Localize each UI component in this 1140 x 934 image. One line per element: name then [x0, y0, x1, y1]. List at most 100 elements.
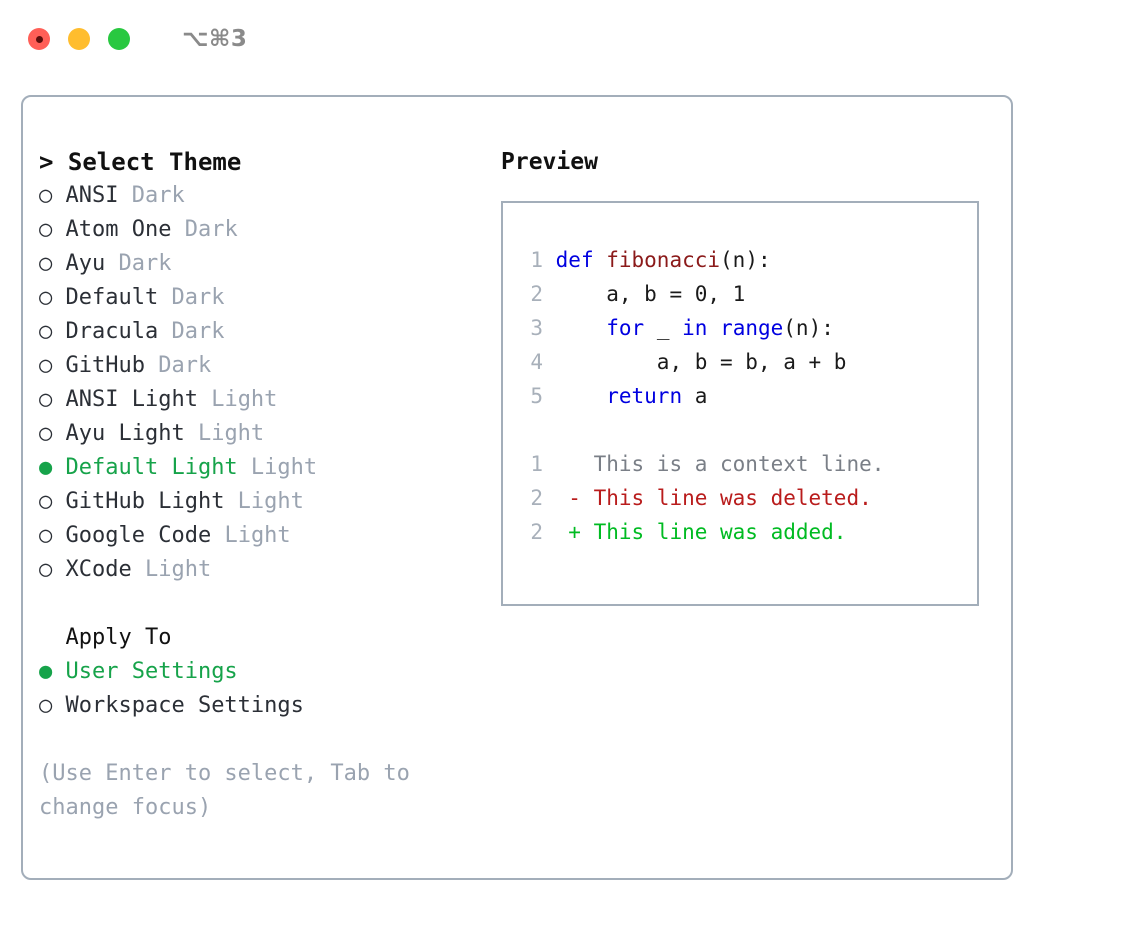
code-token: a, b = 0, 1 [555, 282, 746, 306]
theme-name: Default [52, 285, 159, 310]
diff-sample: 1 This is a context line.2 - This line w… [521, 447, 977, 549]
code-token [707, 316, 720, 340]
code-line: 4 a, b = b, a + b [521, 345, 977, 379]
preview-column: Preview 1 def fibonacci(n):2 a, b = 0, 1… [501, 145, 1001, 606]
theme-name: Dracula [52, 319, 159, 344]
theme-variant-label: Light [211, 523, 291, 548]
theme-list-item[interactable]: ○ GitHub Light Light [39, 485, 479, 519]
apply-to-header: Apply To [39, 625, 172, 650]
code-token: a, b = b, a + b [555, 350, 847, 374]
diff-line: 2 - This line was deleted. [521, 481, 977, 515]
radio-unselected-icon: ○ [39, 557, 53, 582]
theme-name: GitHub Light [52, 489, 225, 514]
code-line: 2 a, b = 0, 1 [521, 277, 977, 311]
keyboard-shortcut-label: ⌥⌘3 [182, 26, 248, 52]
diff-marker: - [568, 486, 594, 510]
theme-list-item[interactable]: ○ Dracula Dark [39, 315, 479, 349]
diff-text: This is a context line. [593, 452, 885, 476]
minimize-button[interactable] [68, 28, 90, 50]
code-token: fibonacci [606, 248, 721, 272]
theme-variant-label: Dark [158, 319, 225, 344]
theme-list-item[interactable]: ○ Default Dark [39, 281, 479, 315]
line-number: 3 [530, 316, 543, 340]
diff-marker [568, 452, 593, 476]
code-token: a [682, 384, 708, 408]
apply-to-label: Workspace Settings [52, 693, 304, 718]
apply-to-option[interactable]: ● User Settings [39, 655, 479, 689]
code-token: (n): [783, 316, 834, 340]
code-token: for [606, 316, 645, 340]
theme-variant-label: Light [224, 489, 304, 514]
radio-selected-icon: ● [39, 659, 53, 684]
theme-selection-column: > Select Theme ○ ANSI Dark○ Atom One Dar… [39, 145, 479, 825]
radio-unselected-icon: ○ [39, 217, 53, 242]
code-token: _ [644, 316, 683, 340]
radio-unselected-icon: ○ [39, 319, 53, 344]
code-token: (n): [720, 248, 771, 272]
theme-list-item[interactable]: ○ Google Code Light [39, 519, 479, 553]
code-line: 1 def fibonacci(n): [521, 243, 977, 277]
theme-name: Default Light [52, 455, 238, 480]
theme-name: XCode [52, 557, 132, 582]
page-title: > Select Theme [39, 148, 242, 176]
maximize-button[interactable] [108, 28, 130, 50]
radio-unselected-icon: ○ [39, 387, 53, 412]
line-number: 4 [530, 350, 543, 374]
theme-variant-label: Dark [158, 285, 225, 310]
theme-name: Ayu [52, 251, 106, 276]
preview-title: Preview [501, 149, 598, 175]
radio-unselected-icon: ○ [39, 251, 53, 276]
theme-variant-label: Light [237, 455, 318, 480]
theme-variant-label: Dark [105, 251, 172, 276]
theme-variant-label: Dark [171, 217, 238, 242]
theme-variant-label: Dark [118, 183, 185, 208]
theme-list-item[interactable]: ○ Ayu Light Light [39, 417, 479, 451]
code-token: in [682, 316, 708, 340]
line-number: 1 [530, 452, 543, 476]
theme-name: ANSI [52, 183, 119, 208]
theme-name: Ayu Light [52, 421, 185, 446]
diff-marker: + [568, 520, 594, 544]
theme-list-item[interactable]: ○ ANSI Dark [39, 179, 479, 213]
code-line: 3 for _ in range(n): [521, 311, 977, 345]
theme-variant-label: Light [197, 387, 278, 412]
radio-unselected-icon: ○ [39, 285, 53, 310]
theme-variant-label: Dark [144, 353, 212, 378]
theme-name: Google Code [52, 523, 212, 548]
line-number: 5 [530, 384, 543, 408]
diff-line: 2 + This line was added. [521, 515, 977, 549]
theme-list-item[interactable]: ○ Ayu Dark [39, 247, 479, 281]
radio-unselected-icon: ○ [39, 353, 53, 378]
theme-variant-label: Light [184, 421, 265, 446]
theme-name: Atom One [52, 217, 172, 242]
line-number: 2 [530, 486, 543, 510]
theme-list-item[interactable]: ○ ANSI Light Light [39, 383, 479, 417]
diff-line: 1 This is a context line. [521, 447, 977, 481]
line-number: 2 [530, 282, 543, 306]
radio-unselected-icon: ○ [39, 421, 53, 446]
theme-list-item[interactable]: ○ XCode Light [39, 553, 479, 587]
radio-unselected-icon: ○ [39, 693, 53, 718]
line-number: 2 [530, 520, 543, 544]
spacer [521, 413, 977, 447]
diff-text: This line was deleted. [593, 486, 872, 510]
theme-list-item[interactable]: ○ GitHub Dark [39, 349, 479, 383]
close-button[interactable] [28, 28, 50, 50]
apply-to-label: User Settings [52, 659, 238, 684]
code-token: return [606, 384, 683, 408]
window-controls [28, 28, 130, 50]
apply-to-list: ● User Settings○ Workspace Settings [39, 655, 479, 723]
theme-variant-label: Light [131, 557, 212, 582]
theme-picker-panel: > Select Theme ○ ANSI Dark○ Atom One Dar… [21, 95, 1013, 880]
diff-text: This line was added. [593, 520, 847, 544]
apply-to-option[interactable]: ○ Workspace Settings [39, 689, 479, 723]
spacer [39, 587, 479, 621]
title-bar: ⌥⌘3 [0, 0, 1140, 78]
theme-list-item[interactable]: ○ Atom One Dark [39, 213, 479, 247]
code-line: 5 return a [521, 379, 977, 413]
code-token: range [720, 316, 784, 340]
theme-list-item[interactable]: ● Default Light Light [39, 451, 479, 485]
